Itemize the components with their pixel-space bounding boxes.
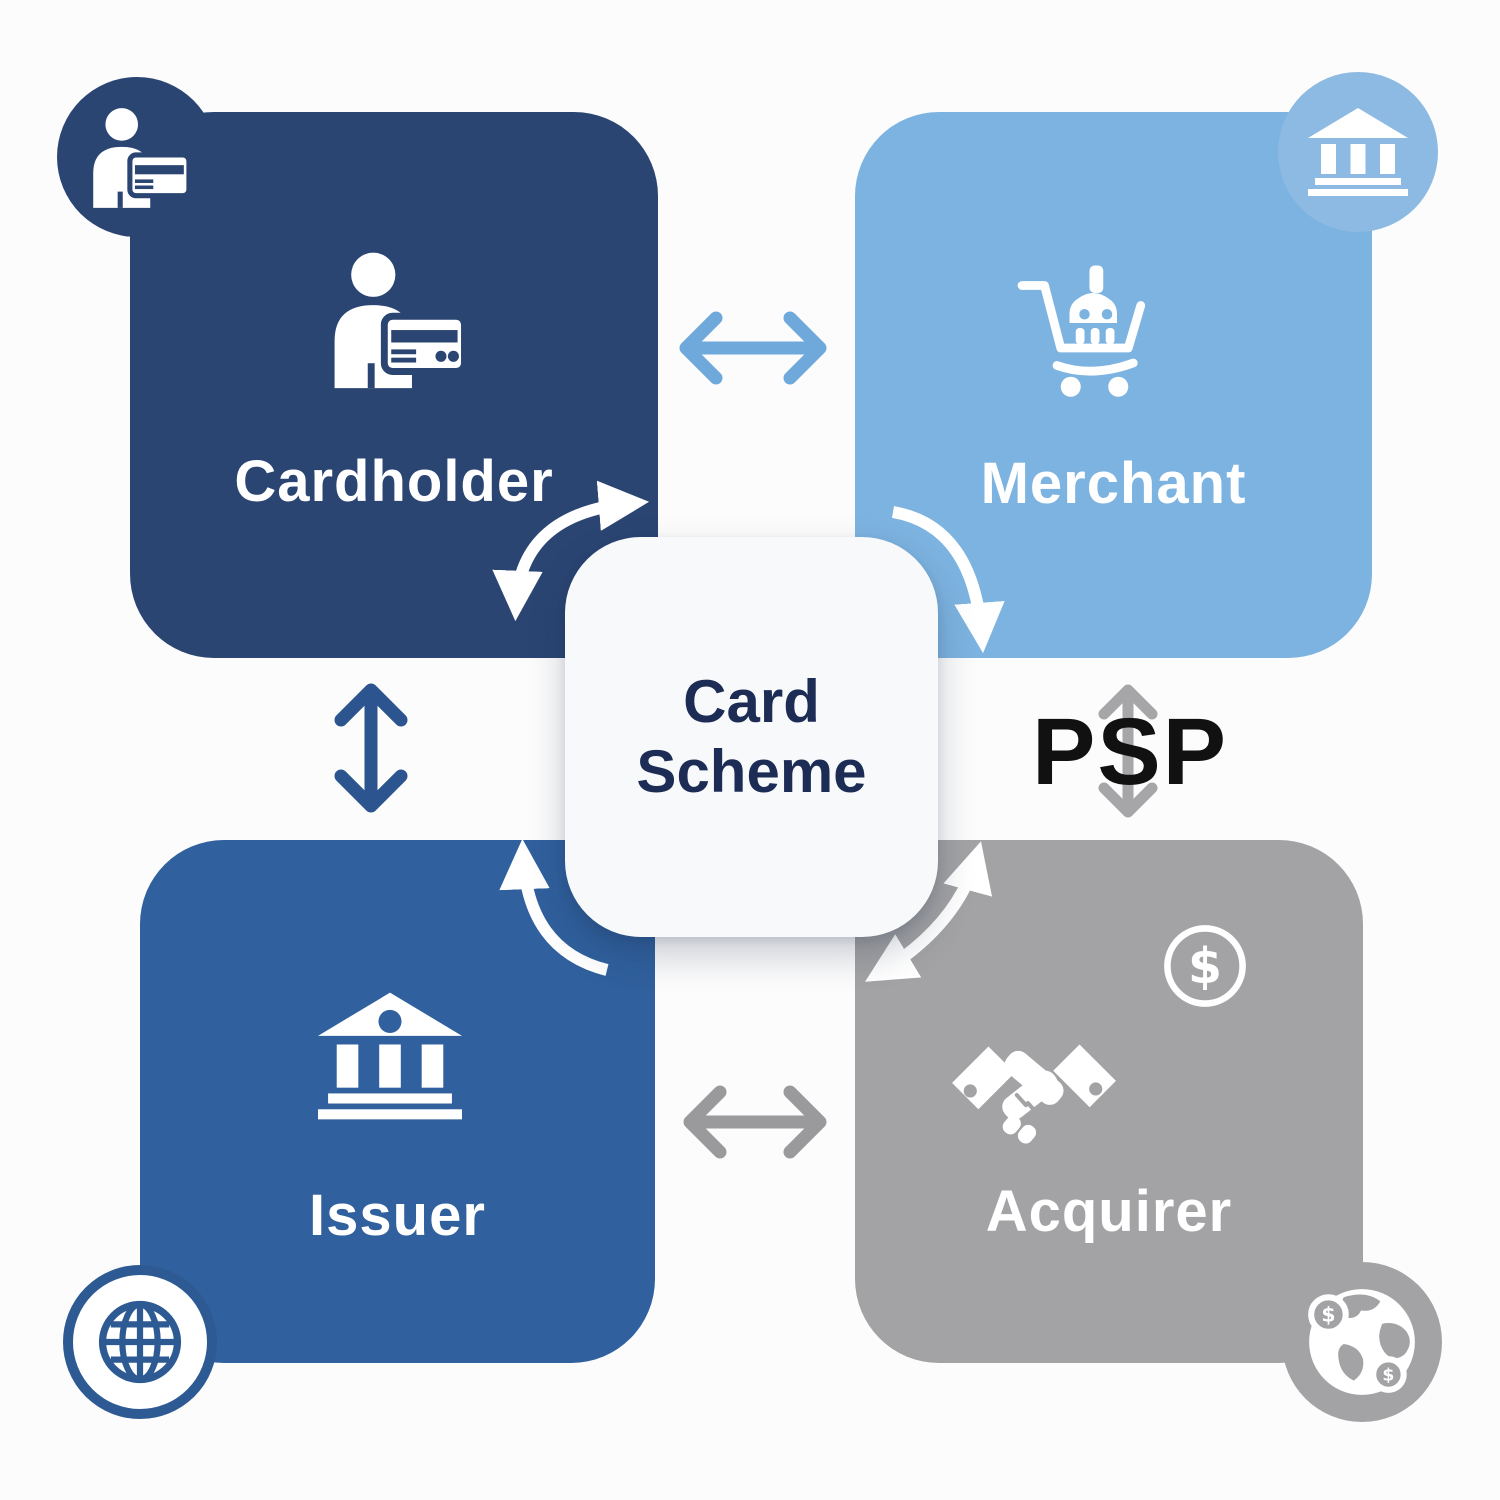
dollar-circle-icon: $ (1158, 919, 1252, 1013)
bank-icon (318, 990, 462, 1122)
arrow-cardholder-issuer (334, 683, 408, 813)
dollar-circle-icon: $ (1164, 925, 1246, 1007)
handshake-icon (952, 1044, 1116, 1144)
arrow-acquirer-scheme (865, 841, 993, 982)
arrow-cardholder-merchant (679, 311, 827, 385)
person-card-icon (93, 108, 192, 208)
globe-icon (98, 1300, 182, 1384)
acquirer-corner-badge: $ $ (1282, 1262, 1442, 1422)
arrow-cardholder-scheme (492, 480, 650, 622)
acquirer-box: $ Acquirer (855, 840, 1363, 1363)
issuer-label: Issuer (309, 1183, 486, 1248)
cardholder-corner-badge (57, 77, 217, 237)
svg-text:$: $ (1321, 1303, 1335, 1327)
merchant-box: Merchant (855, 112, 1372, 658)
earth-coins-icon: $ $ (1308, 1289, 1415, 1395)
merchant-corner-badge (1278, 72, 1438, 232)
person-card-icon (334, 252, 468, 389)
bank-icon (318, 992, 462, 1120)
issuer-corner-badge (63, 1265, 217, 1419)
arrow-issuer-scheme (499, 838, 609, 976)
handshake-icon (948, 1016, 1120, 1166)
bank-icon (1308, 108, 1408, 196)
card-scheme-node: Card Scheme (565, 537, 938, 937)
svg-text:$: $ (1188, 938, 1222, 995)
merchant-label: Merchant (980, 451, 1247, 516)
shopping-cart-icon (1008, 258, 1166, 398)
arrow-merchant-scheme (891, 506, 1005, 654)
cardholder-box: Cardholder (130, 112, 658, 658)
issuer-box: Issuer (140, 840, 655, 1363)
arrow-merchant-acquirer-psp (1098, 684, 1158, 818)
arrow-issuer-acquirer (683, 1085, 827, 1159)
psp-label: PSP (1031, 698, 1229, 805)
person-card-icon (318, 248, 470, 390)
shopping-cart-icon (1017, 265, 1146, 397)
card-scheme-label: Card Scheme (636, 668, 867, 805)
svg-text:$: $ (1382, 1366, 1394, 1386)
acquirer-label: Acquirer (985, 1179, 1233, 1244)
